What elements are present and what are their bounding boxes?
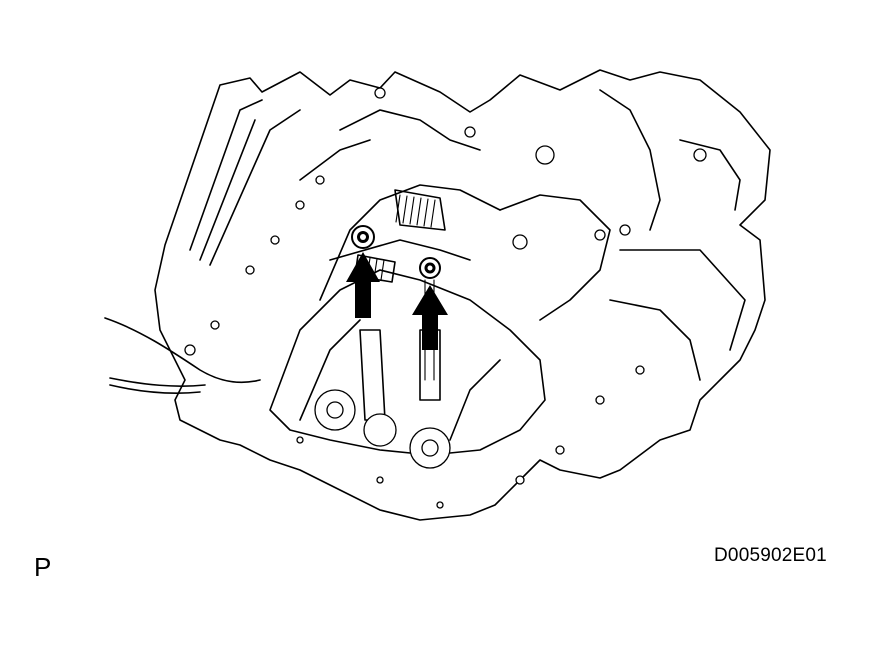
callout-arrow-right: [412, 285, 448, 350]
wire-harness: [104, 317, 261, 394]
bolt-holes: [184, 87, 707, 509]
callout-arrow-left: [346, 252, 380, 318]
view-label: P: [34, 552, 52, 582]
document-code: D005902E01: [714, 545, 827, 566]
sensor-left: [351, 225, 375, 249]
housing-outline: [154, 69, 771, 521]
